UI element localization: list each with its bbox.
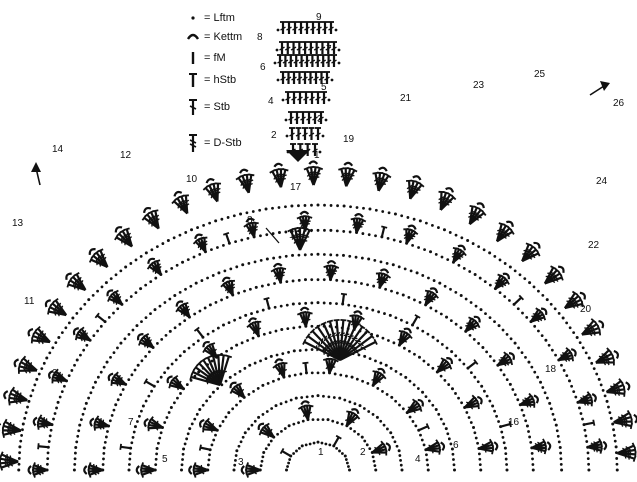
wedge-round-label: 4 bbox=[268, 96, 274, 107]
wedge-round-label: 9 bbox=[316, 12, 322, 23]
double-crochet-icon bbox=[186, 97, 200, 117]
legend-slip-stitch: = Kettm bbox=[186, 27, 242, 47]
legend-single-crochet: = fM bbox=[186, 48, 226, 68]
legend-label-double-crochet: = Stb bbox=[204, 101, 230, 113]
round-label: 24 bbox=[596, 176, 608, 187]
pattern-repeat-wedge bbox=[273, 21, 341, 162]
round-label: 8 bbox=[247, 215, 253, 226]
pointer-arrow bbox=[265, 227, 280, 244]
round-label: 1 bbox=[318, 447, 324, 458]
legend-chain: = Lftm bbox=[186, 8, 235, 28]
legend-label-slip-stitch: = Kettm bbox=[204, 31, 243, 43]
wedge-tip bbox=[286, 150, 310, 162]
round-label: 16 bbox=[508, 417, 520, 428]
round-label: 14 bbox=[52, 144, 64, 155]
legend-half-double: = hStb bbox=[186, 70, 236, 90]
wedge-round-label: 6 bbox=[260, 62, 266, 73]
round-label: 7 bbox=[128, 417, 134, 428]
round-label: 22 bbox=[588, 240, 600, 251]
start-arrow-right bbox=[589, 85, 605, 96]
wedge-round-label: 1 bbox=[314, 150, 320, 161]
round-label: 4 bbox=[415, 454, 421, 465]
round-label: 25 bbox=[534, 69, 546, 80]
wedge-round-label: 2 bbox=[271, 130, 277, 141]
start-arrows bbox=[31, 81, 610, 244]
legend-label-single-crochet: = fM bbox=[204, 52, 226, 64]
round-label: 15 bbox=[289, 230, 301, 241]
arrowhead-right-icon bbox=[600, 81, 610, 91]
round-label: 20 bbox=[580, 304, 592, 315]
round-label: 23 bbox=[473, 80, 485, 91]
round-label: 19 bbox=[343, 134, 355, 145]
round-label: 2 bbox=[360, 447, 366, 458]
legend-label-chain: = Lftm bbox=[204, 12, 235, 24]
round-label: 11 bbox=[24, 296, 35, 307]
wedge-round-label: 7 bbox=[326, 44, 332, 55]
round-label: 26 bbox=[613, 98, 625, 109]
legend-double-crochet: = Stb bbox=[186, 97, 230, 117]
stitch-pattern bbox=[0, 160, 637, 478]
legend-treble-crochet: = D-Stb bbox=[186, 133, 242, 153]
round-label: 6 bbox=[453, 440, 459, 451]
single-crochet-icon bbox=[186, 48, 200, 68]
round-label: 17 bbox=[290, 182, 302, 193]
wedge-round-label: 5 bbox=[321, 82, 327, 93]
legend-label-treble-crochet: = D-Stb bbox=[204, 137, 242, 149]
round-label: 21 bbox=[400, 93, 412, 104]
round-label: 18 bbox=[545, 364, 557, 375]
round-label: 10 bbox=[186, 174, 198, 185]
chain-symbol-icon bbox=[186, 8, 200, 28]
round-label: 13 bbox=[12, 218, 24, 229]
round-label: 5 bbox=[162, 454, 168, 465]
round-label: 12 bbox=[120, 150, 132, 161]
treble-crochet-icon bbox=[186, 133, 200, 153]
round-label: 3 bbox=[238, 457, 244, 468]
wedge-round-label: 8 bbox=[257, 32, 263, 43]
slip-stitch-arc-icon bbox=[186, 27, 200, 47]
wedge-round-label: 3 bbox=[317, 114, 323, 125]
round-label: 9 bbox=[52, 368, 58, 379]
half-double-crochet-icon bbox=[186, 70, 200, 90]
arrowhead-left-icon bbox=[31, 162, 41, 172]
legend-label-half-double: = hStb bbox=[204, 74, 237, 86]
